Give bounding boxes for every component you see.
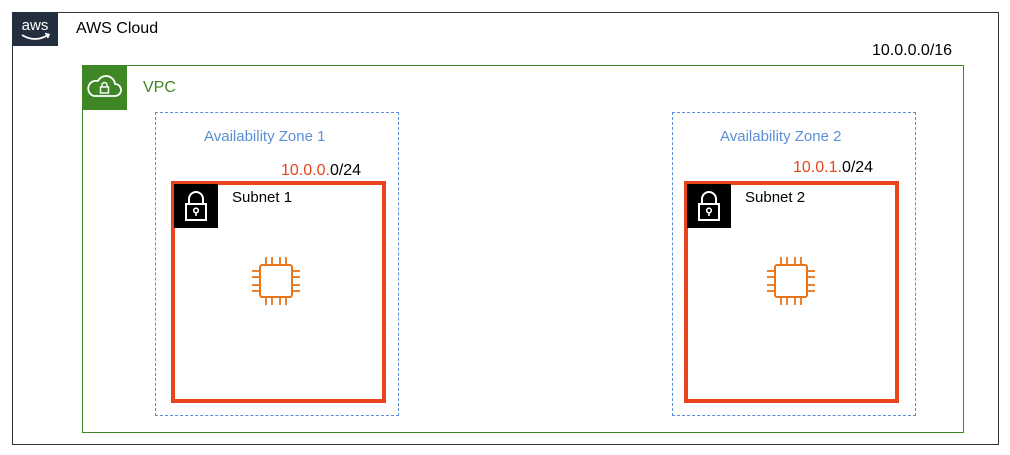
subnet-2-cidr-rest: 0/24 (841, 159, 874, 176)
subnet-1-label: Subnet 1 (232, 189, 293, 206)
subnet-2-cidr-highlight: 10.0.1. (793, 159, 842, 176)
availability-zone-2 (672, 112, 916, 416)
subnet-2-label: Subnet 2 (745, 189, 806, 206)
ec2-instance-icon (763, 253, 819, 309)
vpc-label: VPC (143, 79, 176, 96)
availability-zone-2-label: Availability Zone 2 (720, 128, 842, 145)
aws-cloud-title: AWS Cloud (76, 20, 159, 37)
subnet-1-cidr-highlight: 10.0.0. (281, 162, 330, 179)
aws-cloud-group (12, 12, 999, 445)
vpc-cidr: 10.0.0.0/16 (872, 42, 953, 59)
ec2-instance-icon (248, 253, 304, 309)
subnet-1 (171, 181, 386, 403)
subnet-2 (684, 181, 899, 403)
aws-logo-icon: aws (12, 12, 58, 46)
subnet-2-cidr: 10.0.1.0/24 (793, 159, 873, 177)
lock-icon (687, 184, 731, 228)
vpc-cloud-lock-icon (82, 65, 127, 110)
aws-logo-text: aws (22, 17, 49, 34)
subnet-1-cidr-rest: 0/24 (329, 162, 362, 179)
lock-icon (174, 184, 218, 228)
availability-zone-1 (155, 112, 399, 416)
vpc-group (82, 65, 964, 433)
availability-zone-1-label: Availability Zone 1 (204, 128, 326, 145)
subnet-1-cidr: 10.0.0.0/24 (281, 162, 361, 180)
